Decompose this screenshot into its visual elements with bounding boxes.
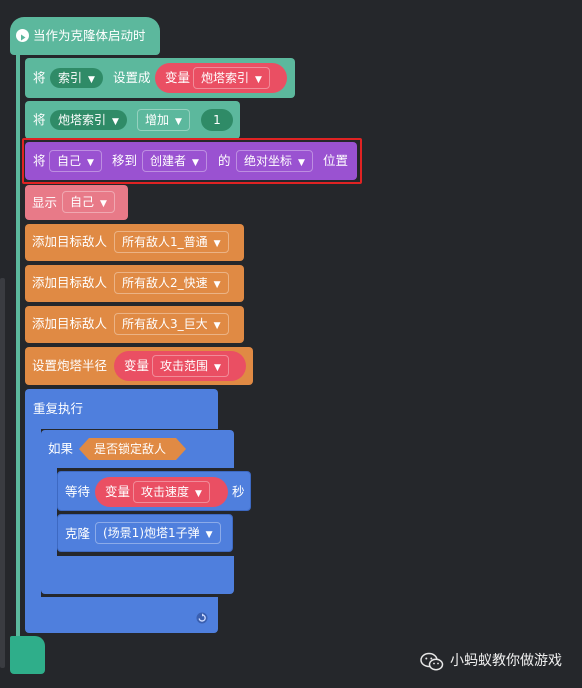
variable-label: 变量 xyxy=(124,358,150,373)
variable-reporter[interactable]: 变量 攻击速度 ▼ xyxy=(95,477,228,507)
dropdown-value: 自己 xyxy=(57,154,82,168)
chevron-down-icon: ▼ xyxy=(175,117,182,127)
dropdown-value: 攻击速度 xyxy=(141,485,190,499)
variable-label: 变量 xyxy=(165,70,191,85)
condition-label: 是否锁定敌人 xyxy=(94,442,167,456)
clone-block[interactable]: 克隆 (场景1)炮塔1子弹 ▼ xyxy=(57,514,233,552)
chevron-down-icon: ▼ xyxy=(214,363,221,373)
move-to-block[interactable]: 将 自己 ▼ 移到 创建者 ▼ 的 绝对坐标 ▼ 位置 xyxy=(25,142,357,180)
clone-target-dropdown[interactable]: (场景1)炮塔1子弹 ▼ xyxy=(95,522,221,544)
target-dropdown[interactable]: 自己 ▼ xyxy=(49,150,102,172)
if-block[interactable]: 如果 是否锁定敌人 xyxy=(41,430,234,468)
operation-dropdown[interactable]: 增加 ▼ xyxy=(137,109,190,131)
add-target-enemy-block[interactable]: 添加目标敌人 所有敌人1_普通 ▼ xyxy=(25,224,244,261)
dropdown-value: 创建者 xyxy=(150,154,187,168)
add-target-enemy-block[interactable]: 添加目标敌人 所有敌人2_快速 ▼ xyxy=(25,265,244,302)
dropdown-value: 炮塔索引 xyxy=(201,71,250,85)
repeat-forever-footer xyxy=(25,597,218,633)
enemy-group-dropdown[interactable]: 所有敌人3_巨大 ▼ xyxy=(114,313,229,335)
block-text: 移到 xyxy=(112,153,138,168)
dropdown-value: 炮塔索引 xyxy=(58,113,107,127)
chevron-down-icon: ▼ xyxy=(88,75,95,85)
block-text: 秒 xyxy=(232,484,245,499)
enemy-group-dropdown[interactable]: 所有敌人2_快速 ▼ xyxy=(114,272,229,294)
variable-dropdown[interactable]: 攻击范围 ▼ xyxy=(152,355,229,377)
canvas-scroll-handle[interactable] xyxy=(0,278,5,668)
dropdown-value: 索引 xyxy=(58,71,83,85)
amount-input[interactable]: 1 xyxy=(201,109,233,131)
block-text: 位置 xyxy=(323,153,349,168)
chevron-down-icon: ▼ xyxy=(213,239,221,249)
block-text: 将 xyxy=(33,153,46,168)
wechat-icon xyxy=(420,652,444,672)
block-text: 添加目标敌人 xyxy=(32,275,108,290)
wait-block[interactable]: 等待 变量 攻击速度 ▼ 秒 xyxy=(57,471,251,511)
dropdown-value: (场景1)炮塔1子弹 xyxy=(103,526,200,540)
increase-index-block[interactable]: 将 炮塔索引 ▼ 增加 ▼ 1 xyxy=(25,101,240,139)
if-footer xyxy=(41,556,234,594)
variable-dropdown[interactable]: 炮塔索引 ▼ xyxy=(50,110,127,130)
set-index-block[interactable]: 将 索引 ▼ 设置成 变量 炮塔索引 ▼ xyxy=(25,58,295,98)
loop-arrow-icon xyxy=(196,609,208,624)
block-text: 显示 xyxy=(32,195,58,210)
set-turret-radius-block[interactable]: 设置炮塔半径 变量 攻击范围 ▼ xyxy=(25,347,253,385)
highlight-box xyxy=(22,138,362,184)
watermark: 小蚂蚁教你做游戏 xyxy=(420,650,570,674)
block-text: 将 xyxy=(33,70,46,85)
block-text: 的 xyxy=(218,153,231,168)
block-text: 等待 xyxy=(65,484,91,499)
variable-reporter[interactable]: 变量 攻击范围 ▼ xyxy=(114,351,246,381)
property-dropdown[interactable]: 绝对坐标 ▼ xyxy=(236,150,313,172)
block-text: 添加目标敌人 xyxy=(32,316,108,331)
enemy-group-dropdown[interactable]: 所有敌人1_普通 ▼ xyxy=(114,231,229,253)
chevron-down-icon: ▼ xyxy=(87,158,94,168)
repeat-forever-arm xyxy=(25,428,41,598)
watermark-text: 小蚂蚁教你做游戏 xyxy=(450,653,562,669)
chevron-down-icon: ▼ xyxy=(192,158,199,168)
variable-reporter[interactable]: 变量 炮塔索引 ▼ xyxy=(155,63,287,93)
dropdown-value: 攻击范围 xyxy=(160,359,209,373)
hat-block[interactable]: 当作为克隆体启动时 xyxy=(10,17,160,55)
block-text: 设置炮塔半径 xyxy=(32,358,108,373)
repeat-forever-block[interactable]: 重复执行 xyxy=(25,389,218,429)
index-variable-dropdown[interactable]: 索引 ▼ xyxy=(50,68,103,88)
dropdown-value: 绝对坐标 xyxy=(244,154,293,168)
chevron-down-icon: ▼ xyxy=(112,117,119,127)
chevron-down-icon: ▼ xyxy=(195,489,202,499)
block-text: 如果 xyxy=(48,441,74,456)
dropdown-value: 所有敌人2_快速 xyxy=(122,276,208,290)
chevron-down-icon: ▼ xyxy=(213,280,221,290)
add-target-enemy-block[interactable]: 添加目标敌人 所有敌人3_巨大 ▼ xyxy=(25,306,244,343)
dropdown-value: 所有敌人1_普通 xyxy=(122,235,208,249)
chevron-down-icon: ▼ xyxy=(100,199,107,209)
block-text: 添加目标敌人 xyxy=(32,234,108,249)
dropdown-value: 自己 xyxy=(70,195,95,209)
block-text: 克隆 xyxy=(65,526,91,541)
if-arm xyxy=(41,467,57,557)
block-text: 重复执行 xyxy=(33,401,84,416)
variable-dropdown[interactable]: 攻击速度 ▼ xyxy=(133,481,210,503)
variable-label: 变量 xyxy=(105,484,131,499)
chevron-down-icon: ▼ xyxy=(205,530,213,540)
event-end-cap xyxy=(10,636,45,674)
chevron-down-icon: ▼ xyxy=(213,321,221,331)
play-icon xyxy=(16,29,29,42)
chevron-down-icon: ▼ xyxy=(298,158,305,168)
variable-dropdown[interactable]: 炮塔索引 ▼ xyxy=(193,67,270,89)
hat-label: 当作为克隆体启动时 xyxy=(33,28,146,43)
target-dropdown[interactable]: 自己 ▼ xyxy=(62,191,115,213)
dropdown-value: 所有敌人3_巨大 xyxy=(122,317,208,331)
block-text: 将 xyxy=(33,112,46,127)
destination-dropdown[interactable]: 创建者 ▼ xyxy=(142,150,207,172)
event-rail xyxy=(16,44,20,644)
block-text: 设置成 xyxy=(113,70,151,85)
chevron-down-icon: ▼ xyxy=(255,75,262,85)
show-block[interactable]: 显示 自己 ▼ xyxy=(25,185,128,220)
dropdown-value: 增加 xyxy=(145,113,170,127)
condition-boolean-block[interactable]: 是否锁定敌人 xyxy=(79,438,186,460)
